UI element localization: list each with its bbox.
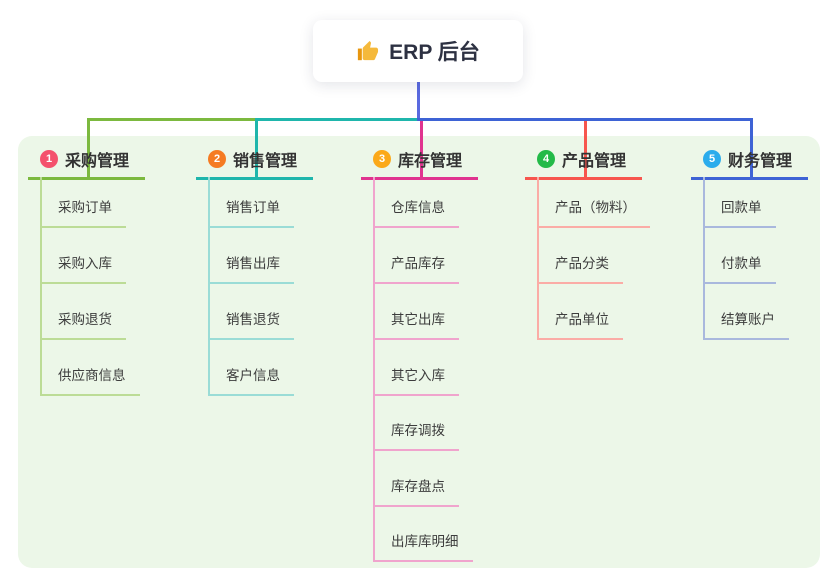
- root-node[interactable]: ERP 后台: [313, 20, 523, 82]
- branch-trunk-line: [703, 177, 705, 340]
- branch-connector-v-line: [584, 118, 587, 177]
- branch-label: 产品管理: [562, 153, 627, 170]
- child-node[interactable]: 供应商信息: [40, 367, 140, 396]
- branch-connector-v-line: [255, 118, 258, 177]
- root-connector-line: [417, 82, 420, 121]
- child-node[interactable]: 产品单位: [537, 311, 623, 340]
- child-node[interactable]: 销售退货: [208, 311, 294, 340]
- child-node[interactable]: 采购入库: [40, 255, 126, 284]
- child-node[interactable]: 回款单: [703, 199, 776, 228]
- child-node[interactable]: 采购退货: [40, 311, 126, 340]
- branch-node-2[interactable]: 2 销售管理: [196, 147, 314, 180]
- child-node[interactable]: 采购订单: [40, 199, 126, 228]
- branch-number-badge: 3: [373, 150, 391, 168]
- branch-node-4[interactable]: 4 产品管理: [525, 147, 643, 180]
- child-node[interactable]: 付款单: [703, 255, 776, 284]
- child-node[interactable]: 销售订单: [208, 199, 294, 228]
- branch-connector-v-line: [750, 118, 753, 177]
- branch-node-5[interactable]: 5 财务管理: [691, 147, 809, 180]
- branch-trunk-line: [208, 177, 210, 396]
- branch-number-badge: 2: [208, 150, 226, 168]
- branch-connector-h-line: [87, 118, 420, 121]
- thumbs-up-icon: [356, 40, 379, 63]
- child-node[interactable]: 其它出库: [373, 311, 459, 340]
- branch-connector-h-line: [255, 118, 420, 121]
- child-node[interactable]: 销售出库: [208, 255, 294, 284]
- branch-label: 采购管理: [65, 153, 130, 170]
- branch-number-badge: 1: [40, 150, 58, 168]
- branch-trunk-line: [40, 177, 42, 396]
- child-node[interactable]: 产品分类: [537, 255, 623, 284]
- child-node[interactable]: 产品库存: [373, 255, 459, 284]
- child-node[interactable]: 结算账户: [703, 311, 789, 340]
- child-node[interactable]: 库存盘点: [373, 478, 459, 507]
- branch-trunk-line: [373, 177, 375, 562]
- child-node[interactable]: 其它入库: [373, 367, 459, 396]
- root-node-label: ERP 后台: [389, 41, 480, 64]
- child-node[interactable]: 仓库信息: [373, 199, 459, 228]
- child-node[interactable]: 产品（物料）: [537, 199, 650, 228]
- branch-number-badge: 4: [537, 150, 555, 168]
- branch-label: 库存管理: [398, 153, 463, 170]
- branch-connector-h-line: [417, 118, 753, 121]
- child-node[interactable]: 出库库明细: [373, 533, 473, 562]
- branch-node-3[interactable]: 3 库存管理: [361, 147, 479, 180]
- branch-connector-v-line: [420, 118, 423, 177]
- branch-label: 财务管理: [728, 153, 793, 170]
- branch-label: 销售管理: [233, 153, 298, 170]
- branch-number-badge: 5: [703, 150, 721, 168]
- branch-connector-v-line: [87, 118, 90, 177]
- branch-trunk-line: [537, 177, 539, 340]
- mindmap-canvas-panel: [18, 136, 820, 568]
- child-node[interactable]: 客户信息: [208, 367, 294, 396]
- branch-node-1[interactable]: 1 采购管理: [28, 147, 146, 180]
- child-node[interactable]: 库存调拨: [373, 422, 459, 451]
